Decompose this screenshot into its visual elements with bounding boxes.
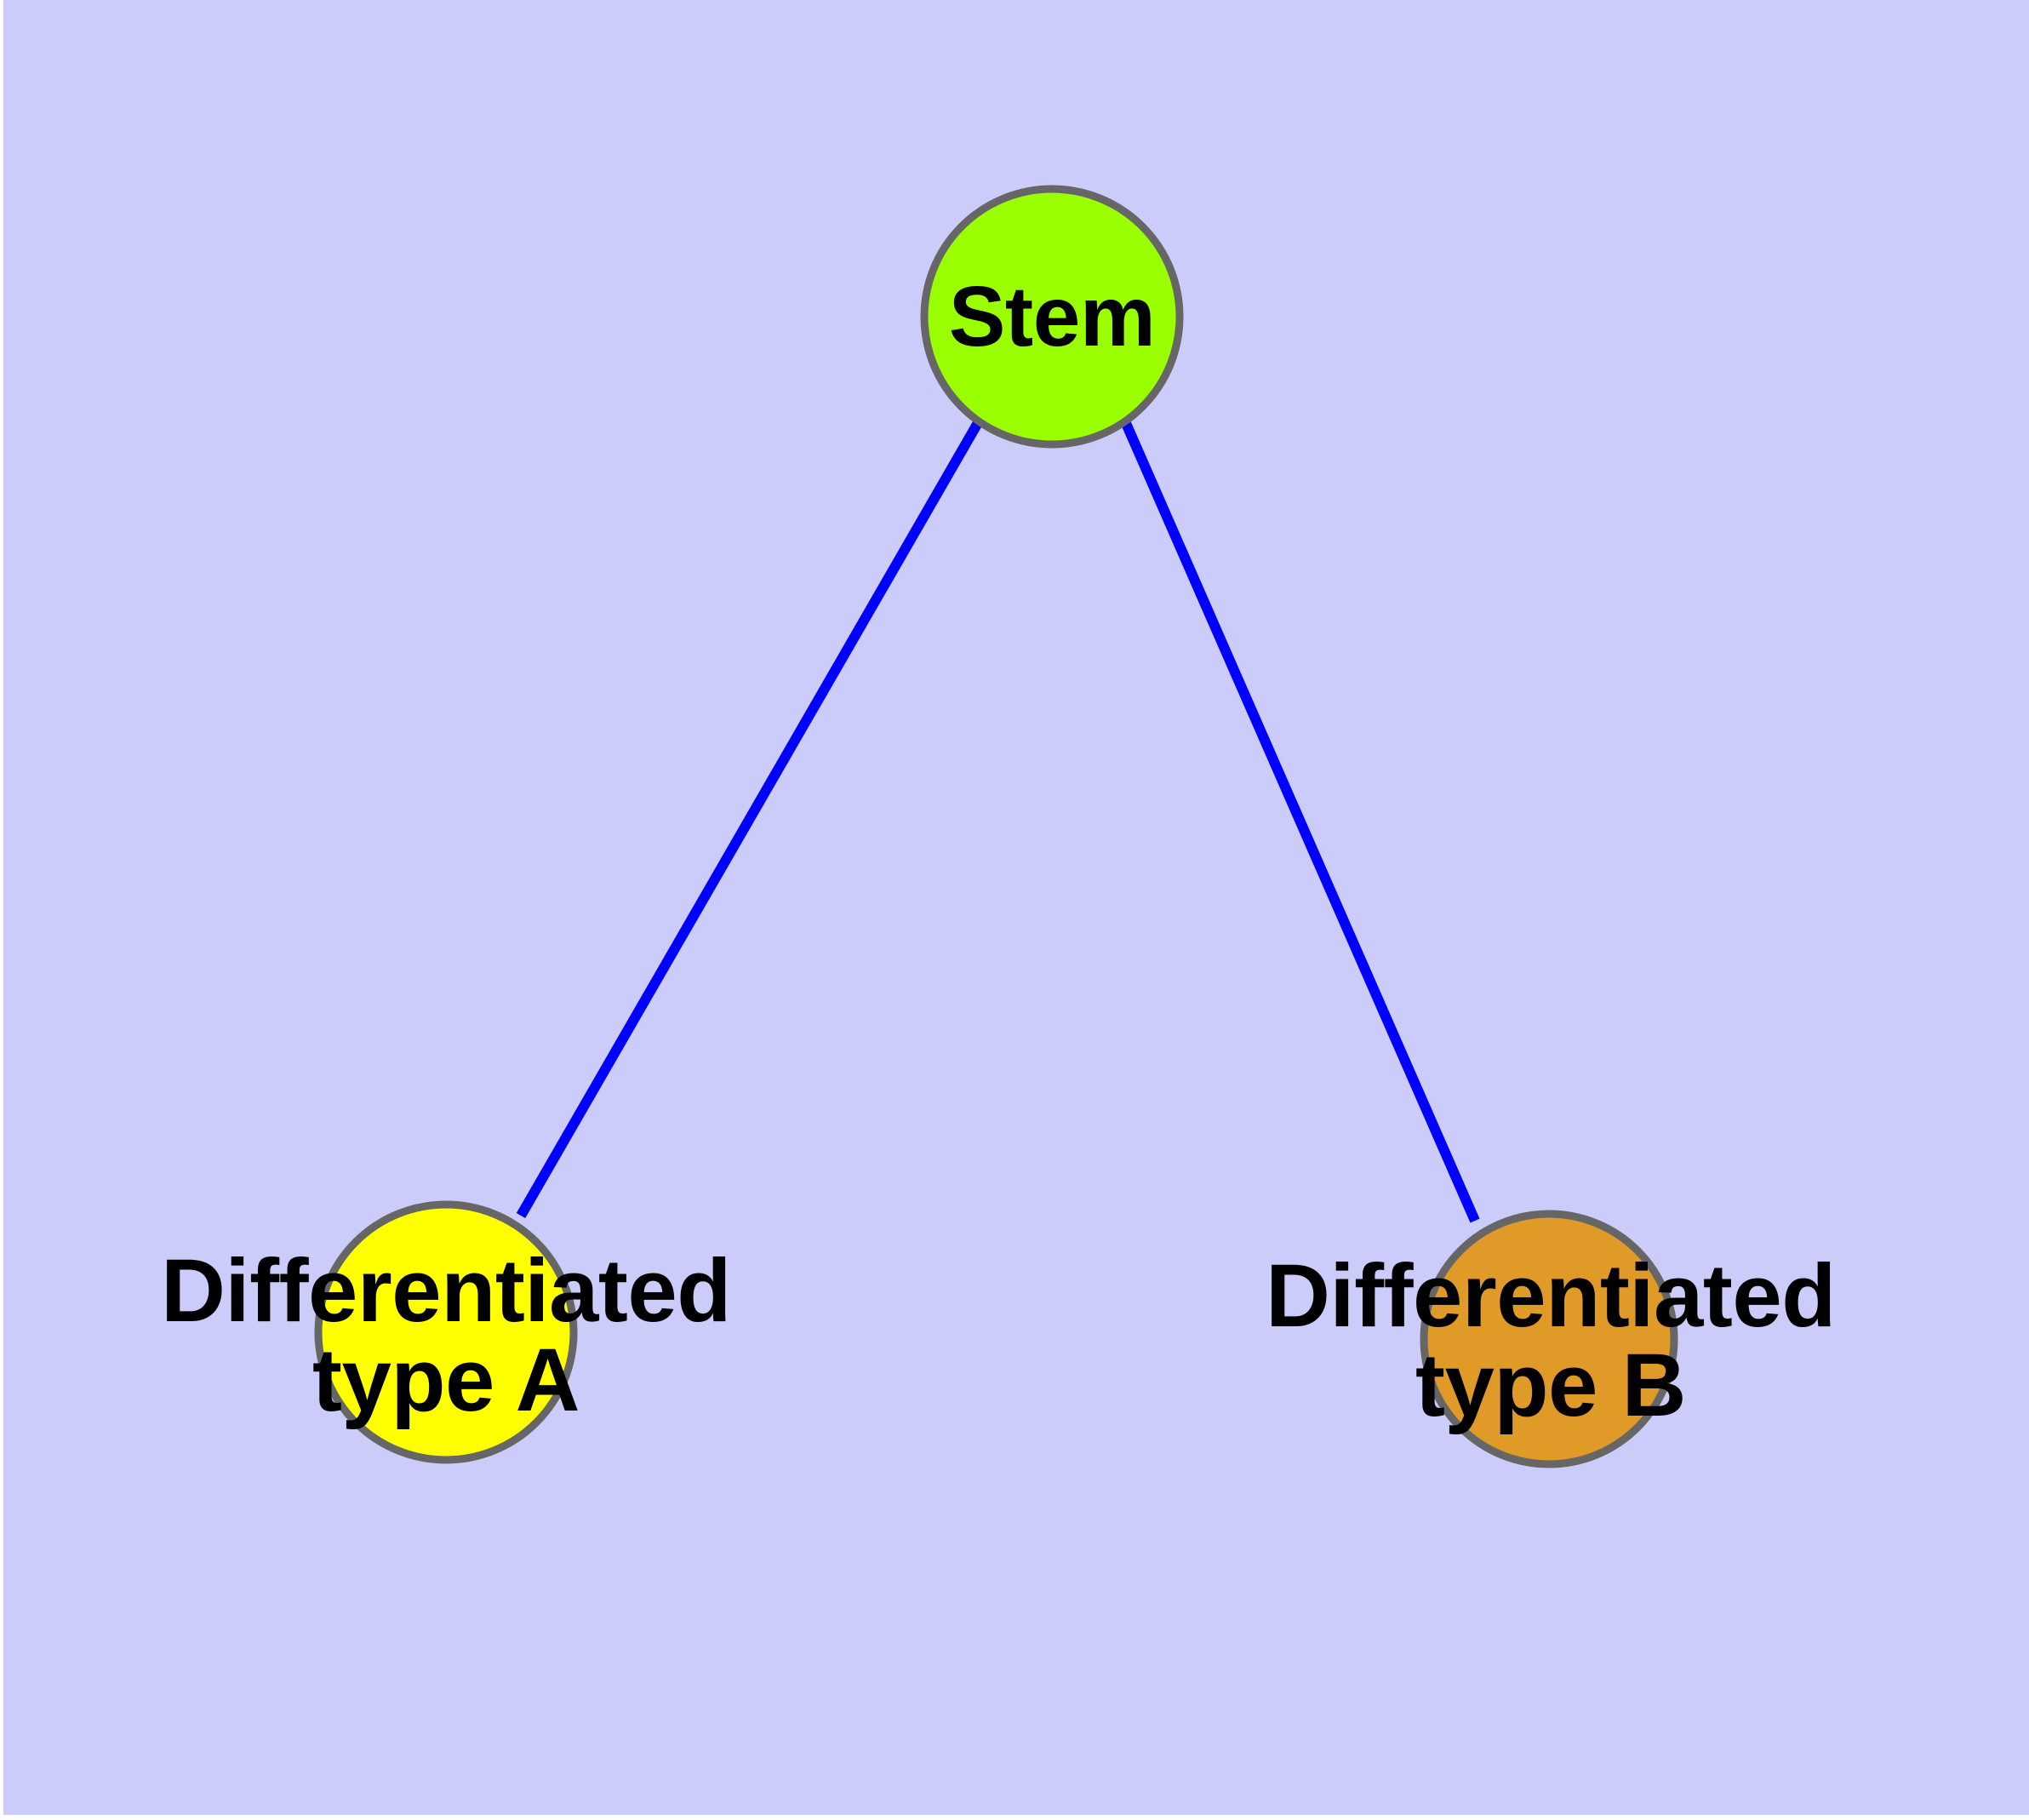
edge-layer bbox=[516, 419, 1480, 1223]
node-layer bbox=[314, 185, 1678, 1468]
edge-stem-to-type-a[interactable] bbox=[516, 419, 984, 1218]
node-differentiated-type-b-circle[interactable] bbox=[1420, 1210, 1678, 1468]
node-stem-circle[interactable] bbox=[920, 185, 1184, 449]
node-differentiated-type-a-circle[interactable] bbox=[314, 1200, 578, 1464]
edge-stem-to-type-b[interactable] bbox=[1120, 419, 1480, 1223]
